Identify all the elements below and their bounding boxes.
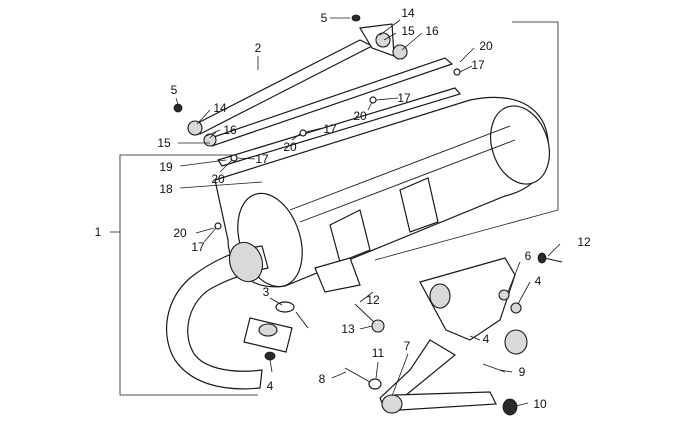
callout-1: 1	[95, 225, 102, 239]
callout-7: 7	[404, 339, 411, 353]
callout-20: 20	[173, 226, 187, 240]
callout-15: 15	[401, 24, 415, 38]
callout-20: 20	[283, 140, 297, 154]
exhaust-pipe	[166, 241, 269, 390]
callout-17: 17	[255, 152, 269, 166]
callout-2: 2	[255, 41, 262, 55]
callout-4: 4	[267, 379, 274, 393]
callout-10: 10	[533, 397, 547, 411]
callout-14: 14	[213, 101, 227, 115]
callout-20: 20	[479, 39, 493, 53]
callout-labels: 1 2 3 4 4 4 5 5 6 7 8 9 10 11 12 12 13 1…	[95, 6, 591, 411]
callout-16: 16	[425, 24, 439, 38]
callout-4: 4	[535, 274, 542, 288]
callout-5: 5	[171, 83, 178, 97]
callout-3: 3	[263, 285, 270, 299]
callout-14: 14	[401, 6, 415, 20]
callout-16: 16	[223, 123, 237, 137]
callout-20: 20	[211, 172, 225, 186]
fasteners	[173, 14, 563, 416]
callout-19: 19	[159, 160, 173, 174]
callout-5: 5	[321, 11, 328, 25]
callout-17: 17	[471, 58, 485, 72]
assembly-group-outline	[110, 21, 559, 396]
callout-17: 17	[397, 91, 411, 105]
callout-9: 9	[519, 365, 526, 379]
callout-17: 17	[191, 240, 205, 254]
callout-8: 8	[319, 372, 326, 386]
callout-12: 12	[577, 235, 591, 249]
callout-11: 11	[372, 346, 385, 360]
callout-20: 20	[353, 109, 367, 123]
mounting-bracket	[379, 257, 528, 414]
heat-shield-strap	[186, 23, 462, 167]
callout-17: 17	[323, 122, 337, 136]
callout-6: 6	[525, 249, 532, 263]
exhaust-flange	[243, 301, 309, 361]
callout-13: 13	[341, 322, 355, 336]
callout-12: 12	[366, 293, 380, 307]
callout-15: 15	[157, 136, 171, 150]
leader-lines	[175, 17, 561, 407]
callout-18: 18	[159, 182, 173, 196]
callout-4: 4	[483, 332, 490, 346]
muffler-clamps	[314, 177, 439, 293]
